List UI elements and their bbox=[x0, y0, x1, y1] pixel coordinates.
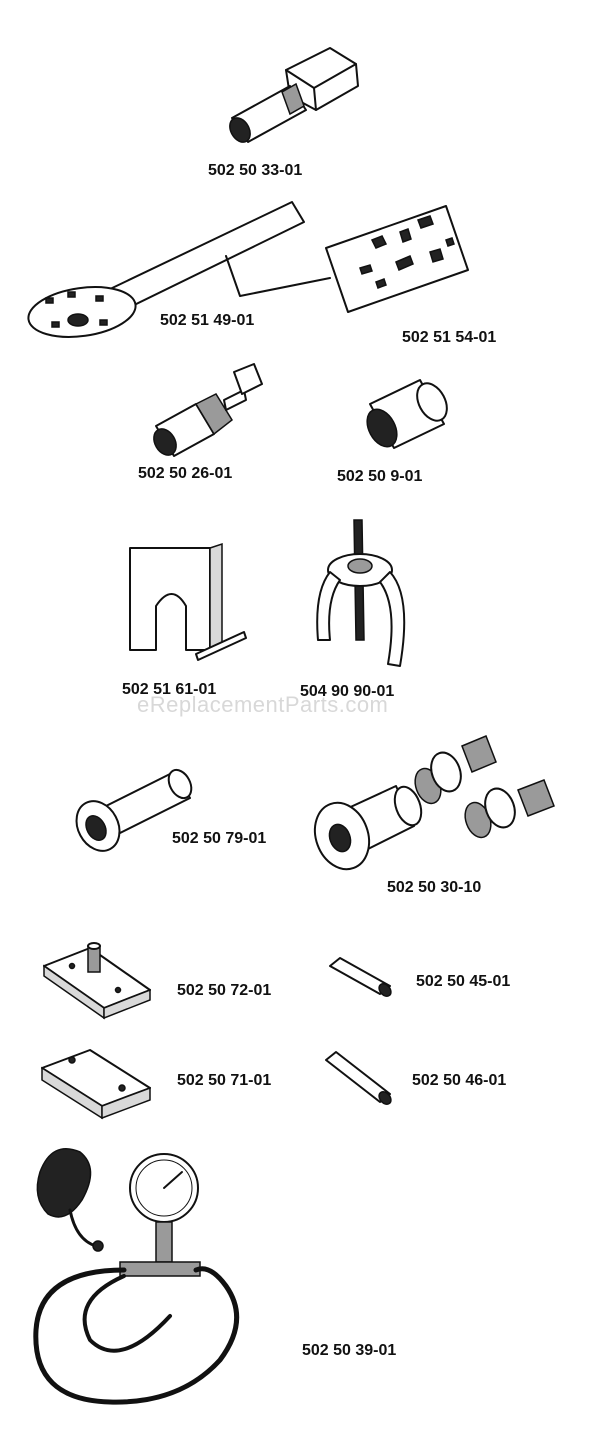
pin-icon bbox=[325, 1051, 392, 1106]
drift-icon bbox=[75, 768, 193, 852]
part-number-label: 502 50 72-01 bbox=[177, 982, 271, 999]
part-number-label: 502 50 30-10 bbox=[387, 879, 481, 896]
part-number-label: 504 90 90-01 bbox=[300, 683, 394, 700]
puller-bolt-icon bbox=[153, 363, 263, 457]
part-number-label: 502 50 26-01 bbox=[138, 465, 232, 482]
decal-sheet-icon bbox=[325, 205, 469, 313]
plate-icon bbox=[41, 1049, 151, 1120]
pressure-tester-icon bbox=[33, 1148, 240, 1405]
part-number-label: 502 50 9-01 bbox=[337, 468, 423, 485]
adapter-icon bbox=[229, 47, 359, 143]
part-number-label: 502 51 54-01 bbox=[402, 329, 496, 346]
part-number-label: 502 50 71-01 bbox=[177, 1072, 271, 1089]
part-number-label: 502 51 61-01 bbox=[122, 681, 216, 698]
part-number-label: 502 50 46-01 bbox=[412, 1072, 506, 1089]
part-number-label: 502 51 49-01 bbox=[160, 312, 254, 329]
pin-icon bbox=[329, 957, 392, 998]
part-number-label: 502 50 45-01 bbox=[416, 973, 510, 990]
part-number-label: 502 50 33-01 bbox=[208, 162, 302, 179]
plate-with-pin-icon bbox=[43, 942, 151, 1020]
bracket-icon bbox=[129, 542, 247, 661]
bearing-tool-set-icon bbox=[313, 735, 555, 871]
part-number-label: 502 50 79-01 bbox=[172, 830, 266, 847]
watermark: eReplacementParts.com bbox=[137, 692, 388, 717]
flywheel-holder-icon bbox=[27, 201, 331, 338]
sleeve-icon bbox=[366, 379, 448, 449]
gear-puller-icon bbox=[316, 519, 406, 667]
part-number-label: 502 50 39-01 bbox=[302, 1342, 396, 1359]
